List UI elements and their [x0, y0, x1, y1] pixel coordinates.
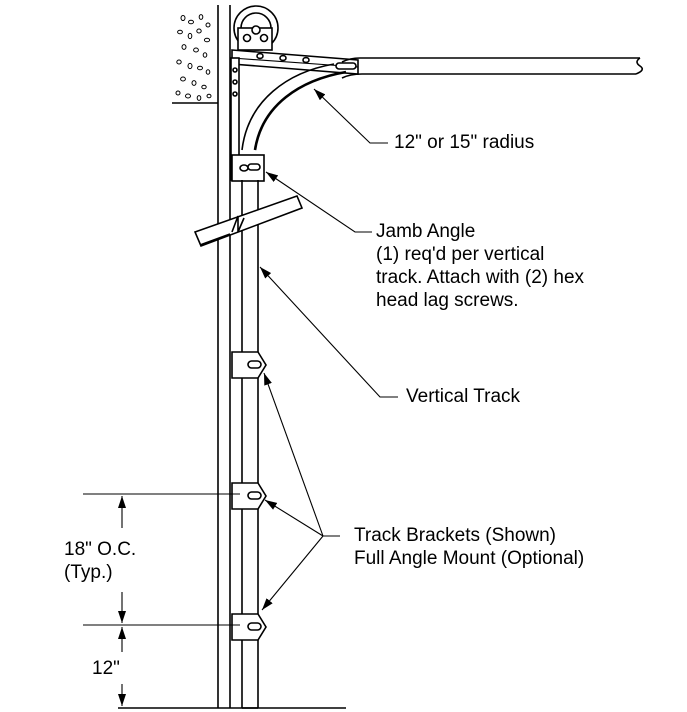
curved-track — [241, 63, 347, 151]
leader-vertical-track — [259, 266, 398, 398]
wall-jamb — [217, 5, 231, 708]
jamb-angle-note-line2: track. Attach with (2) hex — [376, 267, 585, 288]
track-bracket-1 — [231, 351, 267, 379]
leader-jamb-angle — [265, 171, 372, 233]
top-roller-assembly — [233, 5, 279, 51]
spacing-dimension-line2: (Typ.) — [64, 562, 113, 583]
horizontal-track — [341, 57, 644, 79]
jamb-angle-bracket — [231, 154, 265, 182]
door-section — [193, 194, 304, 248]
dimension-lines — [83, 493, 240, 706]
jamb-angle-title: Jamb Angle — [376, 221, 476, 242]
bottom-dimension-label: 12" — [92, 658, 120, 679]
radius-label: 12" or 15" radius — [394, 132, 535, 153]
header-concrete — [172, 14, 218, 104]
jamb-angle-note-line1: (1) req'd per vertical — [376, 244, 545, 265]
vertical-track-label: Vertical Track — [406, 386, 521, 407]
track-bracket-2 — [231, 482, 267, 510]
spacing-dimension-line1: 18" O.C. — [64, 539, 137, 560]
leader-track-brackets — [261, 372, 340, 611]
track-brackets-label-line2: Full Angle Mount (Optional) — [354, 548, 585, 569]
jamb-angle-note-line3: head lag screws. — [376, 290, 519, 311]
track-bracket-3 — [231, 613, 267, 641]
leader-radius — [313, 88, 388, 144]
horizontal-angle — [230, 49, 359, 181]
track-brackets-label-line1: Track Brackets (Shown) — [354, 525, 557, 546]
